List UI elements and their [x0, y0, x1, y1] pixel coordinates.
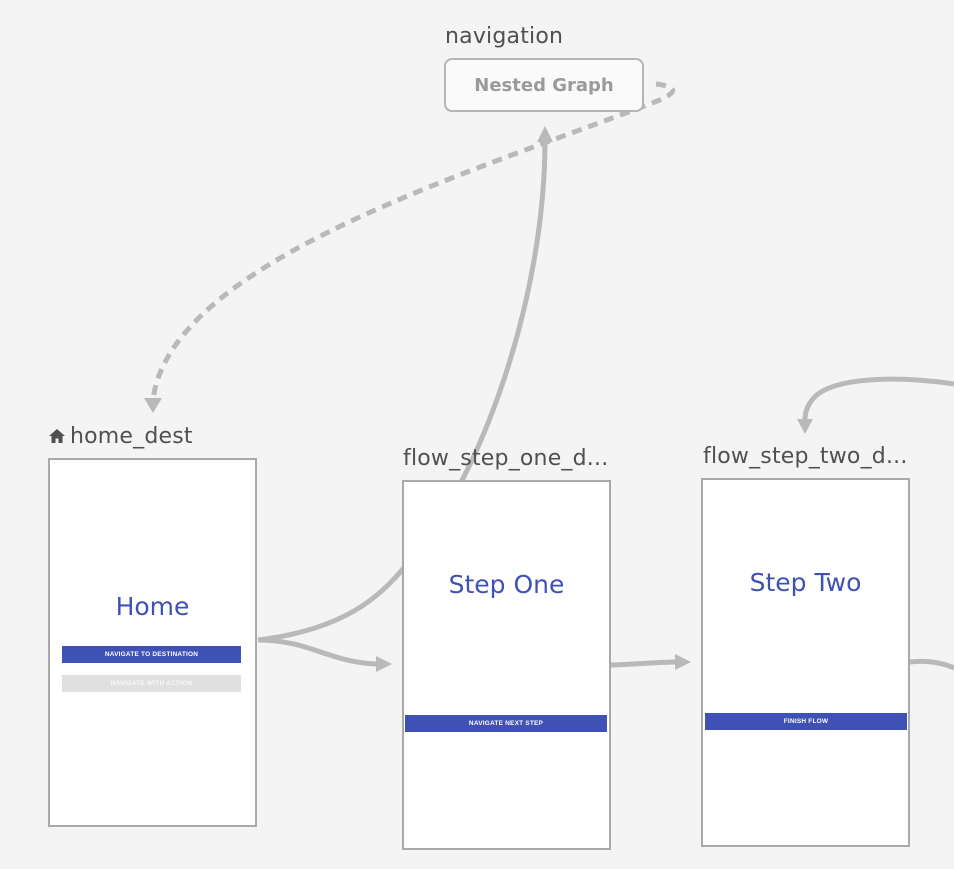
- step-two-screen[interactable]: Step Two FINISH FLOW: [701, 478, 910, 847]
- edge-step-two-out[interactable]: [909, 659, 954, 671]
- edge-home-to-step-one[interactable]: [257, 637, 379, 667]
- home-title: Home: [115, 592, 190, 621]
- navigate-to-destination-button[interactable]: NAVIGATE TO DESTINATION: [62, 646, 241, 663]
- nested-graph-node[interactable]: Nested Graph: [444, 58, 644, 112]
- arrowhead-step-one: [376, 656, 392, 672]
- edge-loop-into-step-two[interactable]: [802, 376, 954, 421]
- step-two-dest-label: flow_step_two_d...: [703, 444, 908, 469]
- arrowhead-step-two-top: [797, 419, 813, 434]
- edge-step-one-to-step-two[interactable]: [610, 659, 677, 668]
- arrowhead-nested: [537, 126, 553, 142]
- step-one-dest-label: flow_step_one_d...: [403, 446, 609, 471]
- arrowhead-step-two: [675, 654, 691, 670]
- home-dest-name: home_dest: [70, 424, 193, 449]
- nested-graph-text: Nested Graph: [474, 74, 614, 96]
- nested-graph-label: navigation: [445, 24, 564, 49]
- home-screen[interactable]: Home NAVIGATE TO DESTINATION NAVIGATE WI…: [48, 458, 257, 827]
- home-icon: [48, 425, 66, 450]
- arrowhead-home: [144, 398, 162, 413]
- navigate-with-action-button[interactable]: NAVIGATE WITH ACTION: [62, 675, 241, 692]
- step-one-title: Step One: [448, 570, 565, 599]
- edge-nested-to-home[interactable]: [150, 81, 676, 401]
- home-dest-label: home_dest: [48, 424, 193, 450]
- step-two-title: Step Two: [749, 568, 862, 597]
- navigate-next-step-button[interactable]: NAVIGATE NEXT STEP: [405, 715, 607, 732]
- step-one-screen[interactable]: Step One NAVIGATE NEXT STEP: [402, 480, 611, 850]
- finish-flow-button[interactable]: FINISH FLOW: [705, 713, 907, 730]
